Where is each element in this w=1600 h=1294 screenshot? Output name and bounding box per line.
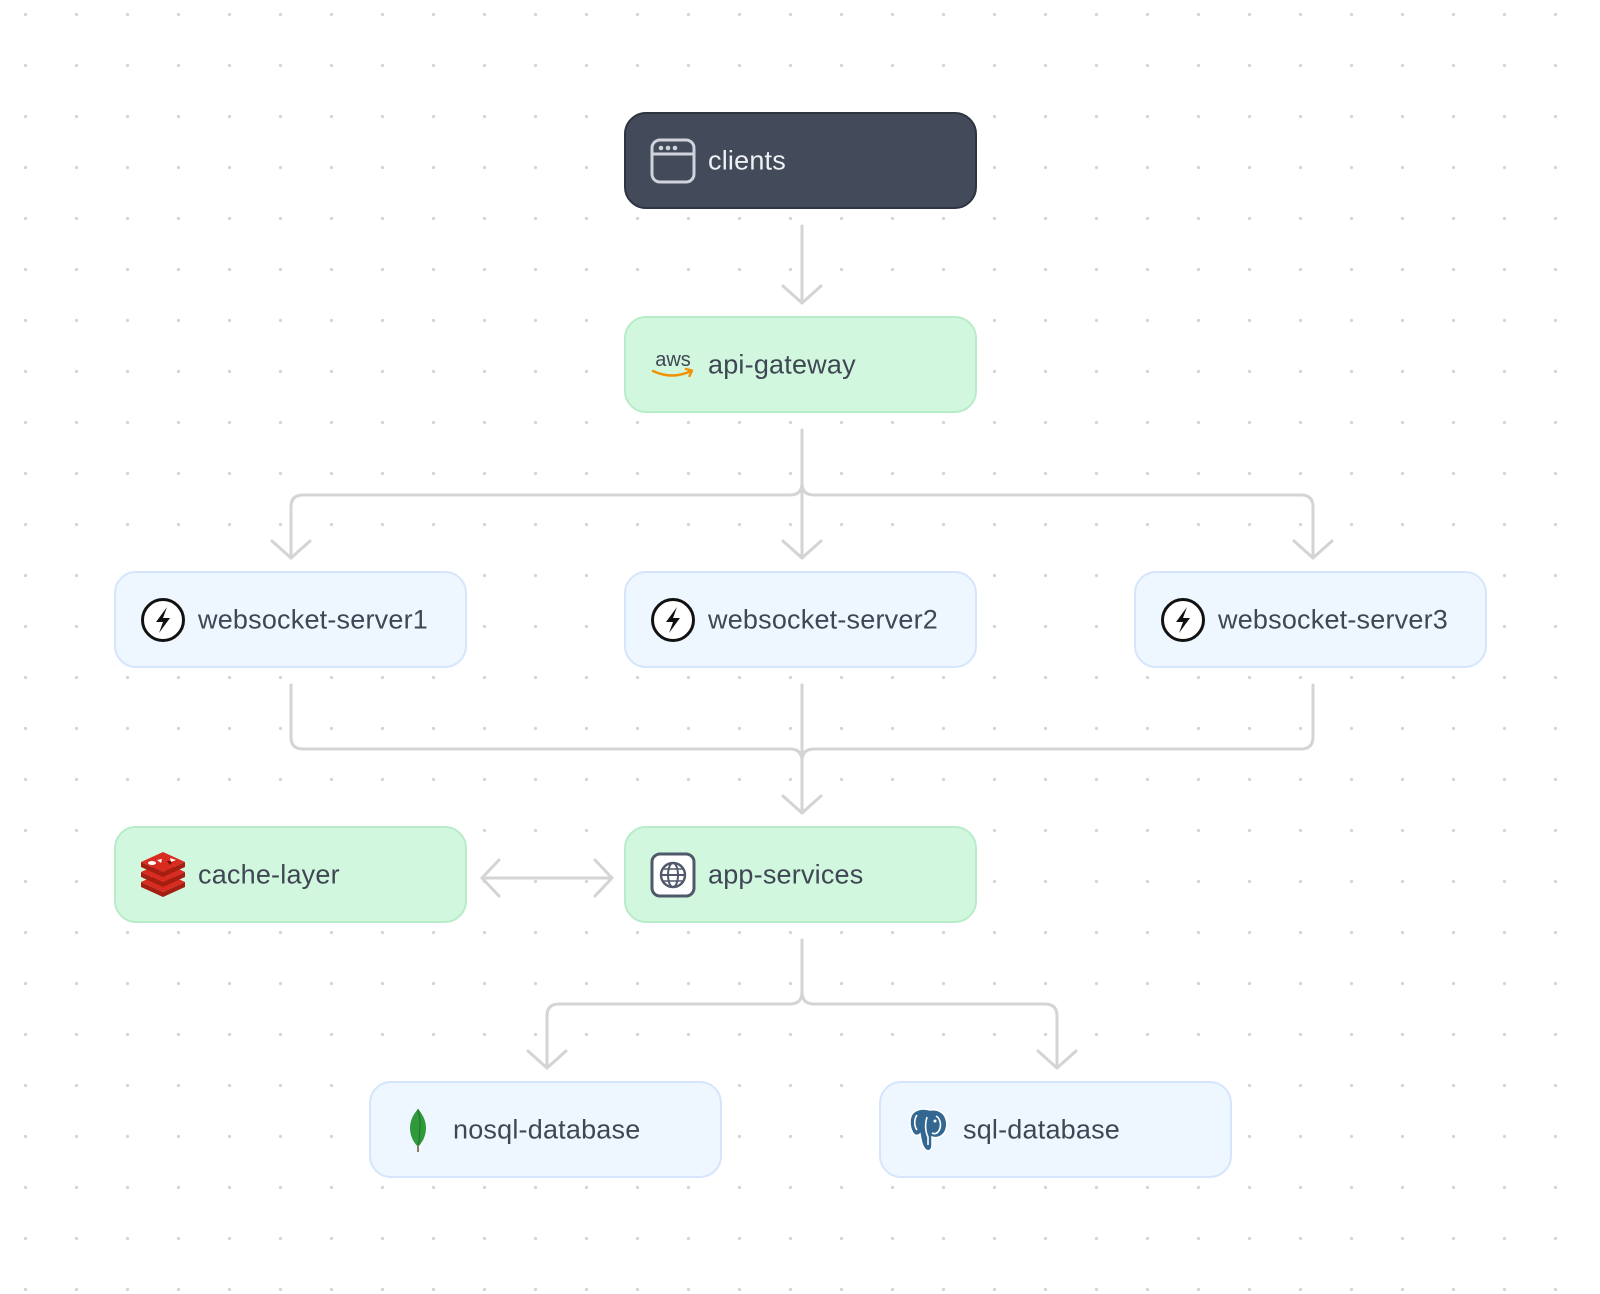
node-label: websocket-server3 — [1218, 604, 1448, 634]
socketio-icon — [650, 597, 696, 643]
node-websocket-server2[interactable]: websocket-server2 — [624, 571, 977, 668]
arrowhead-websocket-server2 — [781, 539, 823, 560]
aws-icon-text: aws — [655, 349, 691, 371]
socketio-icon — [140, 597, 186, 643]
arrowhead-nosql-database — [526, 1049, 568, 1070]
node-label: cache-layer — [198, 859, 340, 889]
edge-websocket-server1-to-app-services — [289, 683, 804, 763]
node-websocket-server3[interactable]: websocket-server3 — [1134, 571, 1487, 668]
mongodb-leaf-icon — [395, 1107, 441, 1153]
node-label: websocket-server1 — [198, 604, 428, 634]
node-label: clients — [708, 145, 786, 175]
arrowhead-api-gateway — [781, 284, 823, 305]
globe-icon — [650, 852, 696, 898]
postgresql-elephant-icon — [905, 1107, 951, 1153]
node-label: sql-database — [963, 1114, 1121, 1144]
node-label: app-services — [708, 859, 864, 889]
node-nosql-database[interactable]: nosql-database — [369, 1081, 722, 1178]
node-cache-layer[interactable]: cache-layer — [114, 826, 467, 923]
edge-app-services-to-sql-database — [800, 990, 1059, 1070]
edge-api-gateway-to-websocket-server1 — [289, 428, 804, 560]
node-label: api-gateway — [708, 349, 856, 379]
edge-websocket-server3-to-app-services — [800, 683, 1315, 763]
browser-window-icon — [650, 138, 696, 184]
socketio-icon — [1160, 597, 1206, 643]
edge-api-gateway-to-websocket-server3 — [800, 481, 1315, 560]
arrowhead-cache-layer — [480, 858, 501, 898]
arrowhead-sql-database — [1036, 1049, 1078, 1070]
node-label: websocket-server2 — [708, 604, 938, 634]
node-websocket-server1[interactable]: websocket-server1 — [114, 571, 467, 668]
redis-icon — [140, 851, 186, 898]
arrowhead-websocket-server3 — [1292, 539, 1334, 560]
arrowhead-websocket-server1 — [270, 539, 312, 560]
node-clients[interactable]: clients — [624, 112, 977, 209]
node-api-gateway[interactable]: aws api-gateway — [624, 316, 977, 413]
arrowhead-app-services-left — [593, 858, 614, 898]
node-app-services[interactable]: app-services — [624, 826, 977, 923]
node-sql-database[interactable]: sql-database — [879, 1081, 1232, 1178]
aws-icon: aws — [650, 342, 696, 388]
node-label: nosql-database — [453, 1114, 641, 1144]
edge-app-services-to-nosql-database — [545, 938, 804, 1070]
arrowhead-app-services — [781, 794, 823, 815]
